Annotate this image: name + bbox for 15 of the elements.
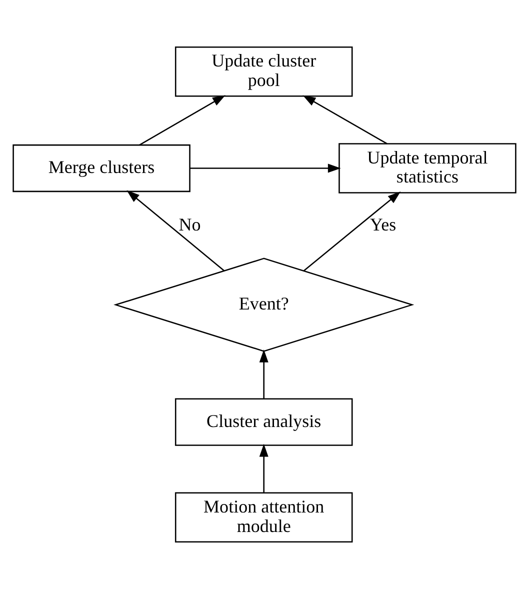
node-box: Update cluster pool bbox=[174, 46, 353, 97]
node-diamond: Event? bbox=[114, 258, 414, 352]
arrow bbox=[126, 190, 225, 272]
node-box: Merge clusters bbox=[12, 144, 190, 192]
arrow bbox=[139, 95, 226, 146]
node-box: Motion attention module bbox=[174, 492, 353, 542]
arrow bbox=[190, 164, 341, 173]
arrow bbox=[259, 349, 268, 399]
node-box: Cluster analysis bbox=[174, 398, 353, 446]
arrow bbox=[259, 444, 268, 493]
arrow bbox=[303, 192, 401, 272]
arrow bbox=[302, 95, 388, 144]
node-box: Update temporal statistics bbox=[338, 143, 516, 194]
edge-label: Yes bbox=[370, 214, 396, 234]
edge-label: No bbox=[178, 214, 201, 234]
